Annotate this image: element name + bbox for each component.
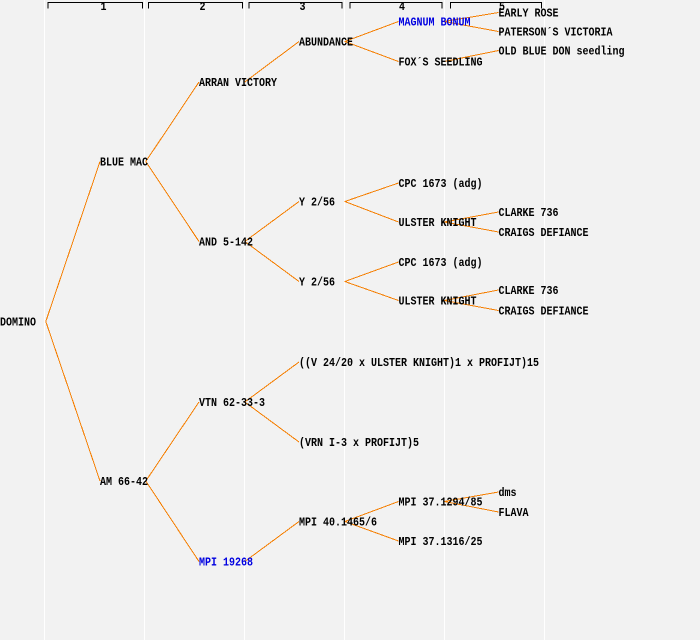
svg-text:MPI 37.1294/85: MPI 37.1294/85 <box>399 496 483 510</box>
svg-text:VTN 62-33-3: VTN 62-33-3 <box>199 396 265 410</box>
svg-text:4: 4 <box>399 0 405 14</box>
svg-text:dms: dms <box>499 486 517 500</box>
svg-text:CPC 1673 (adg): CPC 1673 (adg) <box>399 256 483 270</box>
svg-text:ULSTER KNIGHT: ULSTER KNIGHT <box>399 216 477 230</box>
svg-text:ARRAN VICTORY: ARRAN VICTORY <box>199 76 278 90</box>
svg-text:MPI 19268: MPI 19268 <box>199 556 253 570</box>
svg-text:OLD BLUE DON seedling: OLD BLUE DON seedling <box>499 45 625 59</box>
svg-text:5: 5 <box>499 0 505 14</box>
svg-text:ULSTER KNIGHT: ULSTER KNIGHT <box>399 295 477 309</box>
svg-text:EARLY ROSE: EARLY ROSE <box>499 7 559 21</box>
svg-text:(VRN I-3 x PROFIJT)5: (VRN I-3 x PROFIJT)5 <box>299 436 419 450</box>
svg-text:CLARKE 736: CLARKE 736 <box>499 284 559 298</box>
svg-text:PATERSON´S VICTORIA: PATERSON´S VICTORIA <box>499 26 614 40</box>
svg-text:MPI 37.1316/25: MPI 37.1316/25 <box>399 535 483 549</box>
svg-text:3: 3 <box>300 0 306 14</box>
svg-text:Y 2/56: Y 2/56 <box>299 196 335 210</box>
svg-text:1: 1 <box>101 0 107 14</box>
svg-text:DOMINO: DOMINO <box>0 316 36 330</box>
svg-text:AND 5-142: AND 5-142 <box>199 236 253 250</box>
svg-text:2: 2 <box>200 0 206 14</box>
svg-text:ABUNDANCE: ABUNDANCE <box>299 36 353 50</box>
svg-text:FLAVA: FLAVA <box>499 506 530 520</box>
svg-text:Y 2/56: Y 2/56 <box>299 276 335 290</box>
svg-text:AM 66-42: AM 66-42 <box>100 475 148 489</box>
svg-text:CRAIGS DEFIANCE: CRAIGS DEFIANCE <box>499 305 589 319</box>
svg-text:BLUE MAC: BLUE MAC <box>100 156 148 170</box>
svg-text:CRAIGS DEFIANCE: CRAIGS DEFIANCE <box>499 226 589 240</box>
svg-text:CLARKE 736: CLARKE 736 <box>499 206 559 220</box>
svg-text:((V 24/20 x ULSTER KNIGHT)1 x: ((V 24/20 x ULSTER KNIGHT)1 x PROFIJT)15 <box>299 356 539 370</box>
svg-text:MAGNUM BONUM: MAGNUM BONUM <box>399 16 471 30</box>
svg-text:CPC 1673 (adg): CPC 1673 (adg) <box>399 177 483 191</box>
svg-text:MPI 40.1465/6: MPI 40.1465/6 <box>299 516 377 530</box>
svg-text:FOX´S SEEDLING: FOX´S SEEDLING <box>399 56 483 70</box>
